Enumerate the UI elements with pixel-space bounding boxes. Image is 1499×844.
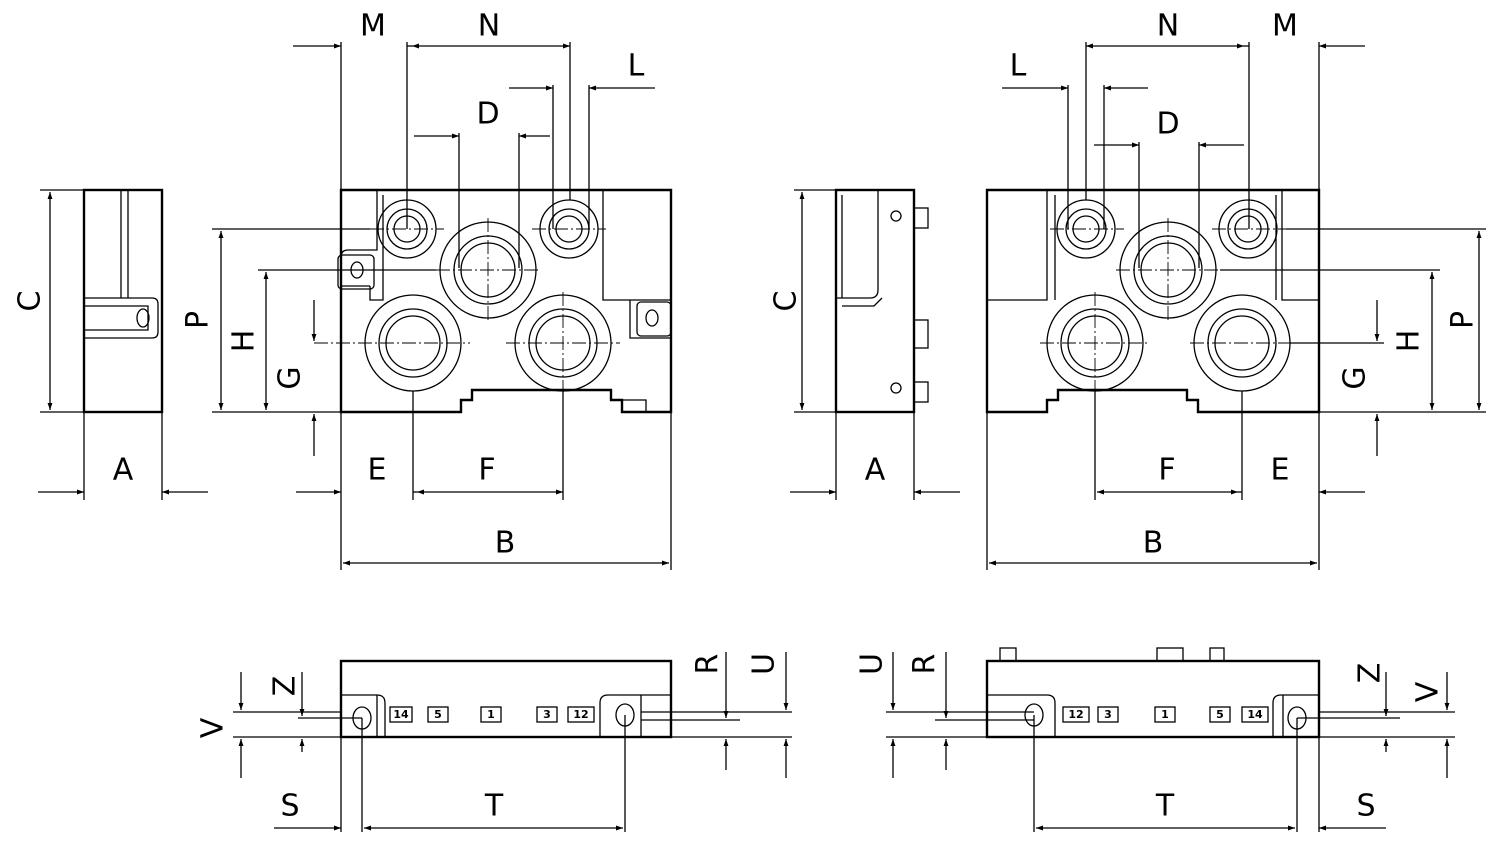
dim-label-v-right: V <box>1411 681 1446 702</box>
dim-label-n-left: N <box>478 9 500 44</box>
port-label-14-right: 14 <box>1247 708 1263 721</box>
right-bottom-view: 12 3 1 5 14 U R Z V T S <box>855 647 1455 832</box>
port-label-3: 3 <box>543 708 551 721</box>
dim-label-a: A <box>113 453 134 488</box>
port-tag <box>1241 706 1269 723</box>
port-label-12: 12 <box>573 708 588 721</box>
left-front-view: M N L D P H G E F <box>181 9 673 570</box>
dim-label-d-right: D <box>1156 107 1179 142</box>
dim-label-s-left: S <box>280 789 299 824</box>
dim-label-a-right: A <box>865 453 886 488</box>
dim-label-t-left: T <box>484 789 504 824</box>
dim-label-f-right: F <box>1158 453 1175 488</box>
dim-label-b-left: B <box>495 526 516 561</box>
port-tag <box>567 706 595 723</box>
dim-label-l-left: L <box>628 49 645 84</box>
dim-label-m-left: M <box>360 9 386 44</box>
dim-label-r-left: R <box>691 654 726 675</box>
port-tag <box>1097 706 1119 723</box>
port-tag <box>1209 706 1231 723</box>
dim-label-h-left: H <box>227 330 262 353</box>
dim-label-g-right: G <box>1338 366 1373 389</box>
dim-label-l-right: L <box>1010 49 1027 84</box>
port-label-1: 1 <box>487 708 495 721</box>
port-label-12-right: 12 <box>1068 708 1083 721</box>
right-front-view: N M L D P H G F E <box>985 9 1486 570</box>
dim-label-m-right: M <box>1272 9 1298 44</box>
dim-label-z-right: Z <box>1353 663 1388 684</box>
dim-label-u-left: U <box>747 653 782 675</box>
dim-label-f-left: F <box>478 453 495 488</box>
port-tag <box>1062 706 1090 723</box>
port-tag <box>427 706 449 723</box>
port-label-5: 5 <box>434 708 442 721</box>
dim-label-e-left: E <box>368 453 387 488</box>
port-label-14: 14 <box>393 708 409 721</box>
dim-label-s-right: S <box>1356 789 1375 824</box>
left-bottom-view: 14 5 1 3 12 V Z R U S T <box>196 652 792 832</box>
dim-label-h-right: H <box>1392 330 1427 353</box>
dim-label-e-right: E <box>1271 453 1290 488</box>
port-tag <box>1154 706 1176 723</box>
dim-label-t-right: T <box>1155 789 1175 824</box>
dim-label-v-left: V <box>196 717 231 738</box>
port-tag <box>389 706 413 723</box>
port-label-5-right: 5 <box>1216 708 1224 721</box>
dim-label-z-left: Z <box>268 676 303 697</box>
left-side-view: C A <box>13 188 208 500</box>
dim-label-c-right: C <box>769 291 804 312</box>
port-tag <box>480 706 502 723</box>
port-label-1-right: 1 <box>1161 708 1169 721</box>
dim-label-c: C <box>13 291 48 312</box>
right-side-view: C A <box>769 188 960 500</box>
dim-label-b-right: B <box>1143 526 1164 561</box>
dim-label-u-right: U <box>855 653 890 675</box>
dim-label-n-right: N <box>1157 9 1179 44</box>
port-tag <box>536 706 558 723</box>
dim-label-r-right: R <box>908 654 943 675</box>
dim-label-p-left: P <box>181 311 216 329</box>
dim-label-d-left: D <box>476 97 499 132</box>
port-label-3-right: 3 <box>1104 708 1112 721</box>
dim-label-p-right: P <box>1446 311 1481 329</box>
dim-label-g-left: G <box>273 366 308 389</box>
